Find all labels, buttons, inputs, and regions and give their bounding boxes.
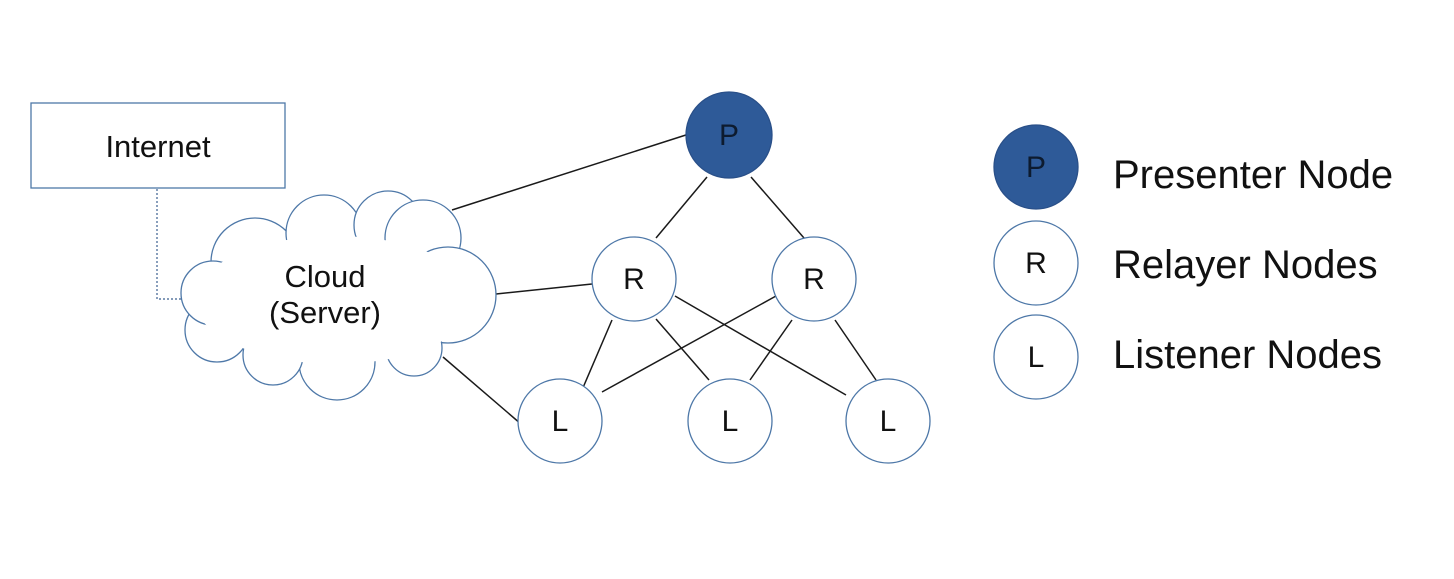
legend-presenter-label: Presenter Node — [1113, 153, 1393, 197]
legend-listener-label: Listener Nodes — [1113, 333, 1382, 377]
edge-relayer-left-listener-left — [581, 319, 613, 391]
legend-presenter: P Presenter Node — [993, 124, 1393, 210]
listener-node-right: L — [845, 378, 931, 464]
edge-relayer-right-listener-left — [601, 295, 777, 393]
legend: P Presenter Node R Relayer Nodes L Liste… — [993, 124, 1393, 400]
presenter-node-label: P — [719, 119, 739, 152]
listener-node-middle-label: L — [722, 405, 739, 438]
edge-relayer-left-listener-middle — [655, 318, 710, 381]
listener-node-left: L — [517, 378, 603, 464]
edge-cloud-presenter — [451, 133, 690, 211]
internet-label: Internet — [105, 129, 211, 164]
relayer-node-left-label: R — [623, 263, 645, 296]
listener-node-right-label: L — [880, 405, 897, 438]
cloud-label-line1: Cloud — [285, 259, 366, 294]
relayer-node-left: R — [591, 236, 677, 322]
edge-presenter-relayer-left — [655, 176, 708, 239]
edge-internet-cloud — [156, 189, 182, 300]
internet-box: Internet — [30, 102, 286, 189]
legend-listener: L Listener Nodes — [993, 314, 1382, 400]
relayer-node-right: R — [771, 236, 857, 322]
edge-relayer-right-listener-right — [834, 319, 877, 381]
cloud-label-line2: (Server) — [269, 295, 381, 330]
legend-presenter-symbol: P — [1026, 151, 1046, 184]
legend-listener-symbol: L — [1028, 341, 1045, 374]
relayer-node-right-label: R — [803, 263, 825, 296]
cloud-server: Cloud (Server) — [180, 190, 497, 401]
legend-relayer-label: Relayer Nodes — [1113, 243, 1378, 287]
listener-node-left-label: L — [552, 405, 569, 438]
legend-relayer-symbol: R — [1025, 247, 1047, 280]
edge-presenter-relayer-right — [750, 176, 805, 239]
nodes: P R R L L L — [517, 91, 931, 464]
edge-cloud-listener-left — [442, 356, 522, 425]
edge-cloud-relayer-left — [495, 283, 593, 295]
listener-node-middle: L — [687, 378, 773, 464]
edge-relayer-left-listener-right — [674, 295, 847, 396]
legend-relayer: R Relayer Nodes — [993, 220, 1378, 306]
edge-relayer-right-listener-middle — [749, 319, 793, 381]
edges — [156, 133, 877, 425]
presenter-node: P — [685, 91, 773, 179]
